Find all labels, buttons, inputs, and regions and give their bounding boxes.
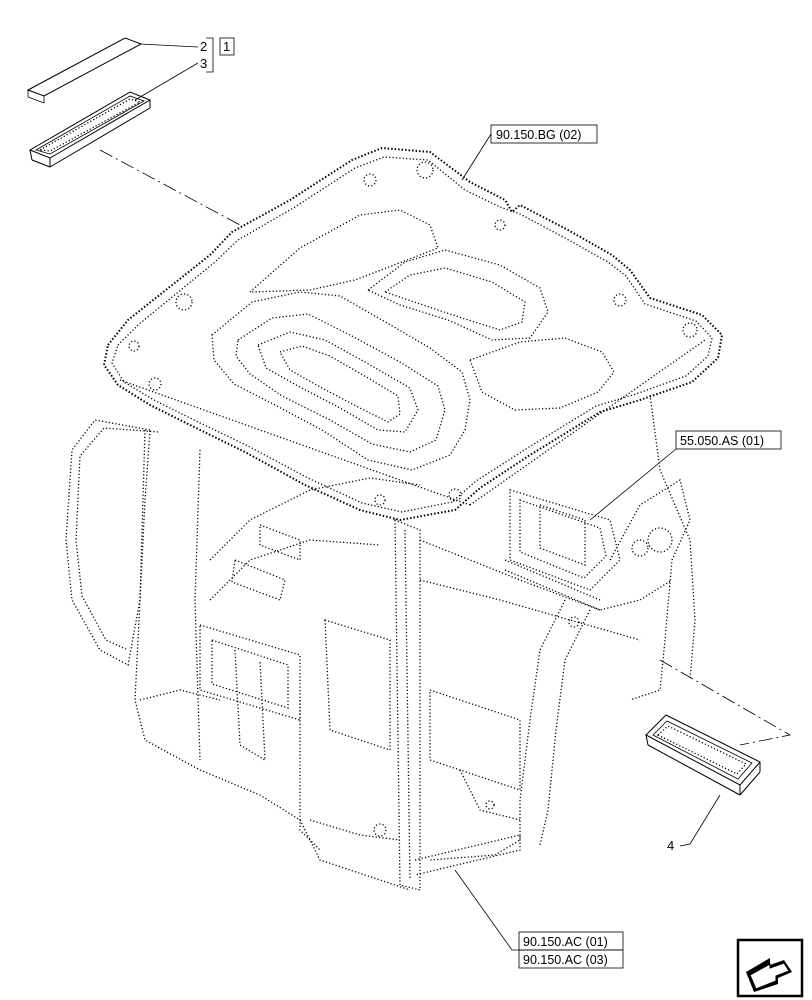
group-ref-label: 1 (223, 39, 230, 54)
side-filter-element (645, 714, 761, 796)
leader-item-3 (134, 62, 199, 101)
next-page-arrow-icon[interactable] (736, 938, 804, 998)
center-line-lower (659, 659, 792, 746)
leader-item-2 (139, 43, 199, 48)
callout-item-3: 3 (200, 56, 207, 71)
cab-filter-element (28, 91, 152, 168)
filter-cover-part (26, 37, 143, 104)
cab-roof-assembly (102, 146, 724, 522)
group-ref-box (219, 37, 235, 56)
cab-frame (65, 394, 696, 891)
ref-roof: 90.150.BG (02) (461, 124, 598, 181)
ref-cab-2-label: 90.150.AC (03) (523, 953, 608, 967)
callout-item-2: 2 (200, 39, 207, 54)
ref-roof-label: 90.150.BG (02) (496, 128, 581, 142)
group-bracket (206, 37, 214, 73)
callout-item-4: 4 (667, 838, 674, 853)
ref-cab: 90.150.AC (01) 90.150.AC (03) (454, 869, 624, 969)
center-line-upper (99, 149, 241, 226)
ref-blower-label: 55.050.AS (01) (680, 434, 764, 448)
ref-cab-1-label: 90.150.AC (01) (523, 935, 608, 949)
ref-blower: 55.050.AS (01) (589, 430, 782, 521)
leader-item-4 (679, 794, 721, 847)
